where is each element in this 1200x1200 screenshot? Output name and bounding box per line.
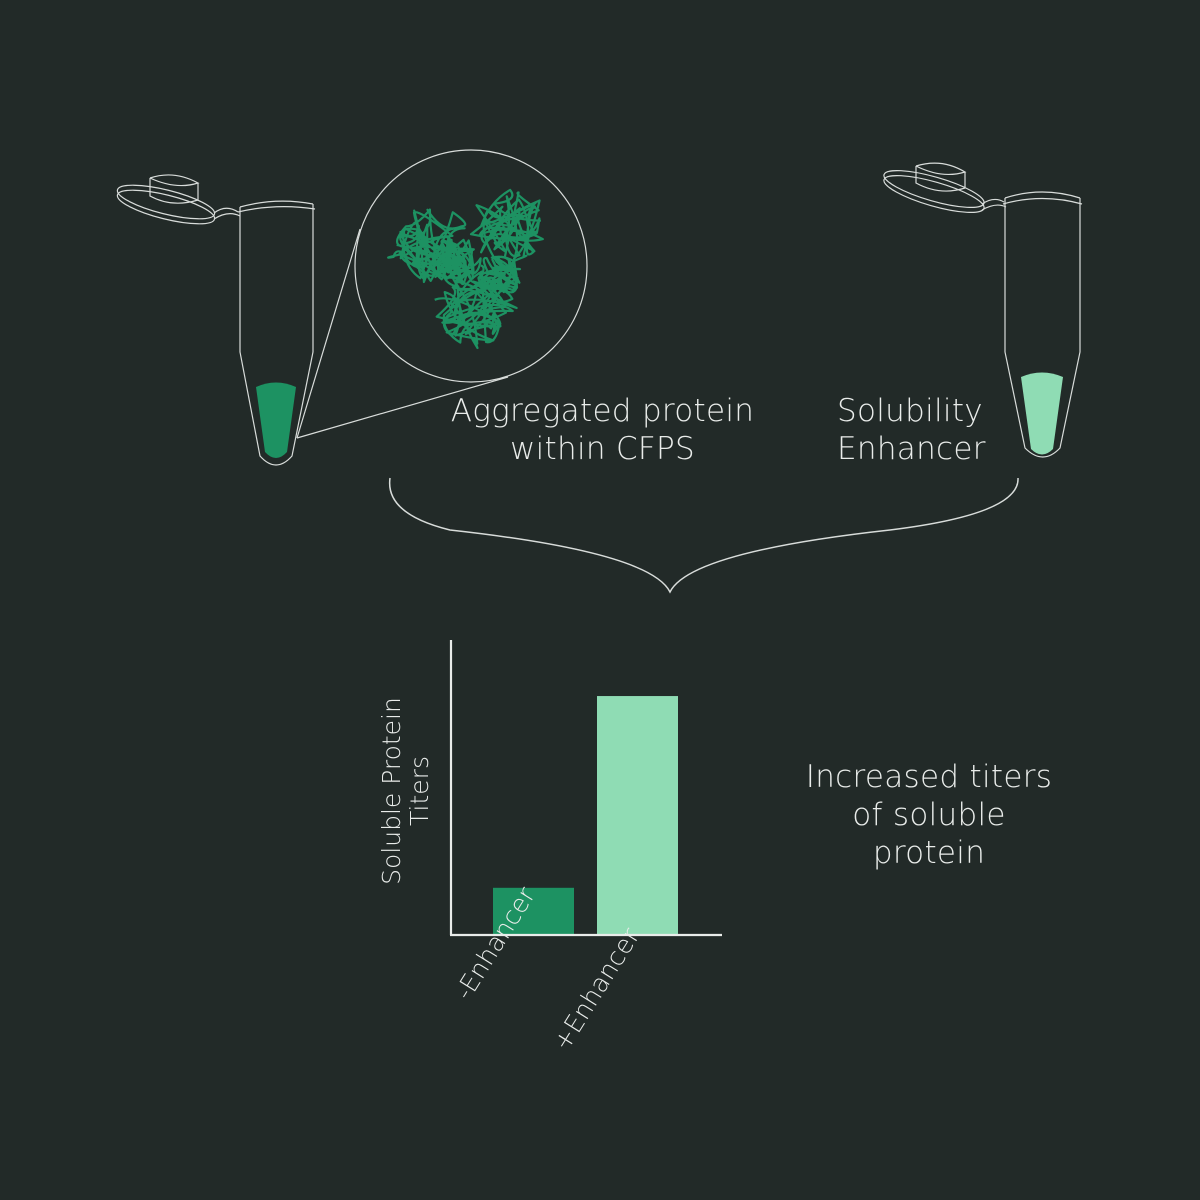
titer-bar-chart (449, 640, 722, 937)
aggregated-protein-blobs (387, 188, 544, 350)
left-tube-cap-base (116, 184, 216, 220)
magnifier (296, 149, 588, 439)
right-tube-cap-base-inner (883, 175, 985, 213)
magnifier-line-bottom (296, 376, 509, 439)
y-axis-label-line-1: Soluble Protein (377, 697, 406, 885)
protein-tangle-2 (469, 188, 544, 264)
left-tube-cap-base-inner (116, 189, 216, 225)
increased-titers-label: Increased titers of soluble protein (790, 758, 1068, 872)
aggregated-label-line-2: within CFPS (509, 431, 696, 467)
left-tube-hinge (213, 207, 241, 220)
right-tube (883, 162, 1083, 458)
left-tube-rim (237, 200, 316, 213)
aggregated-label-line-1: Aggregated protein (450, 393, 755, 429)
result-label-line-2: of soluble (852, 797, 1006, 833)
aggregated-protein-label: Aggregated protein within CFPS (440, 392, 765, 468)
right-tube-cap-base (883, 170, 985, 208)
left-tube-cap-plug (149, 174, 200, 204)
protein-tangle-1 (387, 208, 467, 284)
bar-minus-enhancer (493, 887, 574, 935)
protein-tangle-4 (427, 237, 482, 289)
bar-plus-enhancer (597, 696, 678, 935)
left-tube-body (239, 204, 314, 466)
right-tube-liquid (1021, 372, 1063, 455)
magnifier-line-top (296, 228, 361, 439)
enhancer-label-line-1: Solubility (837, 393, 983, 429)
enhancer-label-line-2: Enhancer (837, 431, 986, 467)
left-tube-liquid (256, 382, 296, 458)
right-tube-rim (1002, 191, 1083, 205)
protein-tangle-5 (477, 255, 522, 298)
right-tube-body (1004, 198, 1081, 458)
merge-brace (388, 477, 1019, 594)
y-axis-label-line-2: Titers (405, 756, 434, 826)
result-label-line-1: Increased titers (805, 759, 1053, 795)
y-axis-label: Soluble Protein Titers (377, 691, 434, 891)
solubility-enhancer-label: Solubility Enhancer (837, 392, 986, 468)
magnifier-circle (354, 149, 588, 383)
right-tube-cap-plug (915, 162, 967, 192)
right-tube-hinge (981, 198, 1007, 211)
left-tube (116, 174, 316, 466)
result-label-line-3: protein (872, 835, 986, 871)
